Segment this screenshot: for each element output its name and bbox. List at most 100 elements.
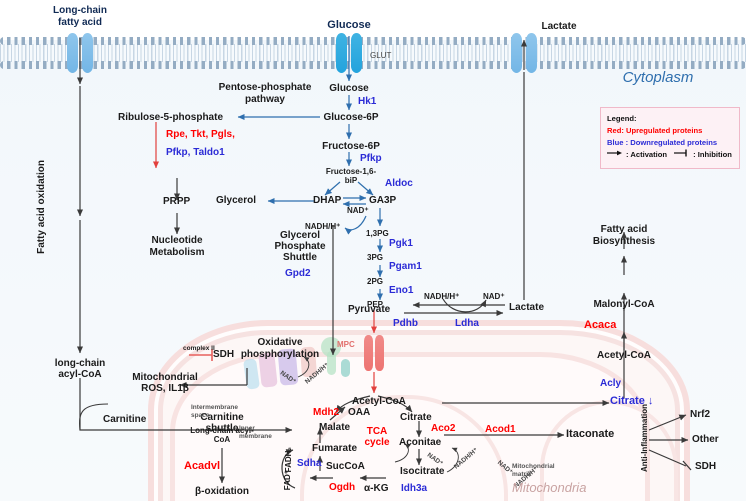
inhibition-bar-icon	[674, 149, 690, 161]
enzyme-mdh2: Mdh2	[313, 407, 340, 418]
label-other: Other	[692, 434, 719, 445]
atp-synthase-stalk	[327, 351, 336, 375]
label-fructose-6p: Fructose-6P	[322, 141, 380, 152]
enzyme-pfkp-glycolysis: Pfkp	[360, 153, 382, 164]
label-glycerol: Glycerol	[216, 195, 257, 206]
enzyme-hk1: Hk1	[358, 96, 377, 107]
enzyme-acadvl: Acadvl	[184, 460, 221, 472]
enzyme-sdha: Sdha	[297, 458, 322, 469]
label-prpp: PRPP	[163, 196, 191, 207]
label-3pg: 3PG	[367, 253, 384, 262]
label-acetyl-coa-mitochondrial: Acetyl-CoA	[352, 396, 406, 407]
label-cytoplasm: Cytoplasm	[622, 69, 694, 86]
fatty-acid-transporter	[67, 33, 93, 73]
membrane-head-row-top	[0, 37, 746, 45]
plasma-membrane	[0, 37, 746, 69]
label-citrate-cytosolic: Citrate↓	[610, 395, 654, 407]
label-sdh-output: SDH	[695, 461, 717, 472]
legend-title: Legend:	[607, 114, 637, 123]
label-aconitate: Aconitae	[399, 437, 442, 448]
label-complex-ii: complex II	[183, 345, 215, 352]
legend-inhibition-text: : Inhibition	[693, 150, 732, 159]
enzyme-acly: Acly	[600, 378, 622, 389]
complex-i-shape	[242, 358, 261, 390]
label-glucose-extracellular: Glucose	[327, 19, 371, 31]
enzyme-idh3a: Idh3a	[401, 483, 428, 494]
label-beta-oxidation: β-oxidation	[195, 486, 249, 497]
enzyme-ogdh: Ogdh	[329, 482, 356, 493]
label-glucose-intracellular: Glucose	[329, 83, 369, 94]
enzyme-pdhb: Pdhb	[393, 318, 418, 329]
label-citrate-mitochondrial: Citrate	[400, 412, 432, 423]
label-malate: Malate	[319, 422, 351, 433]
label-mitochondria: Mitochondria	[512, 480, 587, 495]
legend-downregulated: Blue : Downregulated proteins	[607, 138, 718, 147]
enzyme-aldoc: Aldoc	[385, 178, 413, 189]
activation-arrow-icon	[607, 149, 623, 161]
legend-activation-text: : Activation	[626, 150, 668, 159]
label-nadh-h-lactate: NADH/H⁺	[424, 292, 460, 301]
label-sdh-complex: SDH	[213, 349, 235, 360]
label-ribulose-5-phosphate: Ribulose-5-phosphate	[118, 112, 224, 123]
legend-upregulated: Red: Upregulated proteins	[607, 126, 703, 135]
label-oaa: OAA	[348, 407, 371, 418]
label-nrf2: Nrf2	[690, 409, 711, 420]
label-dhap: DHAP	[313, 195, 342, 206]
glut-transporter	[336, 33, 362, 73]
enzyme-eno1: Eno1	[389, 285, 414, 296]
label-glut: GLUT	[370, 51, 392, 60]
label-alpha-kg: α-KG	[364, 483, 389, 494]
enzyme-acod1: Acod1	[485, 424, 516, 435]
label-anti-inflammation: Anti-Inflammation	[640, 404, 649, 472]
legend-box: Legend: Red: Upregulated proteins Blue :…	[600, 107, 740, 169]
label-pep: PEP	[367, 300, 384, 309]
label-fumarate: Fumarate	[312, 443, 358, 454]
label-lactate-extracellular: Lactate	[541, 21, 577, 32]
label-nad-plus-glycolysis: NAD⁺	[347, 206, 369, 215]
label-pyruvate: Pyruvate	[348, 304, 391, 315]
label-isocitrate: Isocitrate	[400, 466, 445, 477]
label-fad-plus: FAD⁺	[283, 470, 292, 491]
label-lactate-intracellular: Lactate	[509, 302, 545, 313]
enzyme-gpd2: Gpd2	[285, 268, 311, 279]
label-glucose-6p: Glucose-6P	[323, 112, 379, 123]
label-2pg: 2PG	[367, 277, 384, 286]
enzyme-aco2: Aco2	[431, 423, 456, 434]
citrate-down-arrow-icon: ↓	[647, 395, 654, 407]
label-fructose-16-bisphosphate: Fructose-1,6-biP	[325, 167, 377, 185]
enzyme-pgk1: Pgk1	[389, 238, 413, 249]
lactate-transporter	[511, 33, 537, 73]
label-fatty-acid-oxidation: Fatty acid oxidation	[36, 160, 47, 254]
enzyme-ppp-downregulated: Pfkp, Taldo1	[166, 147, 225, 158]
label-1-3pg: 1,3PG	[366, 229, 389, 238]
legend-symbols: : Activation : Inhibition	[607, 149, 733, 161]
label-long-chain-acyl-coa-mito: Long-chain acyl-CoA	[190, 426, 254, 444]
enzyme-pgam1: Pgam1	[389, 261, 422, 272]
label-acetyl-coa-cytosolic: Acetyl-CoA	[597, 350, 651, 361]
label-ga3p: GA3P	[369, 195, 397, 206]
enzyme-ppp-upregulated: Rpe, Tkt, Pgls,	[166, 129, 235, 140]
membrane-lipid-tails	[0, 44, 746, 62]
label-succoa: SucCoA	[326, 461, 365, 472]
label-malonyl-coa: Malonyl-CoA	[593, 299, 655, 310]
enzyme-acaca: Acaca	[584, 319, 617, 331]
label-mpc: MPC	[337, 340, 355, 349]
enzyme-ldha: Ldha	[455, 318, 479, 329]
label-nadh-h-glycolysis: NADH/H⁺	[305, 222, 341, 231]
label-itaconate: Itaconate	[566, 428, 615, 440]
label-nad-plus-lactate: NAD⁺	[483, 292, 505, 301]
mpc-transporter	[364, 335, 384, 371]
